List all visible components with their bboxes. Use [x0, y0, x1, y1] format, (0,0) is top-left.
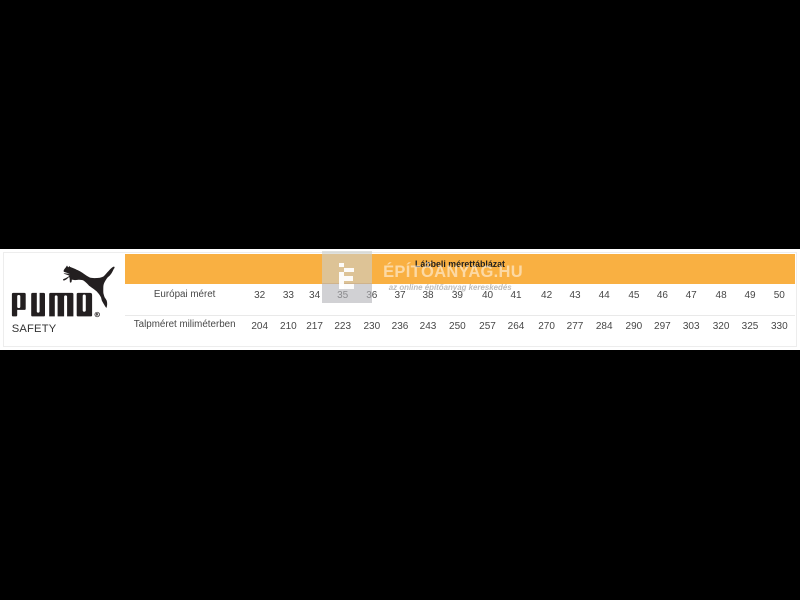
- svg-text:SAFETY: SAFETY: [12, 323, 57, 335]
- svg-text:R: R: [96, 312, 99, 317]
